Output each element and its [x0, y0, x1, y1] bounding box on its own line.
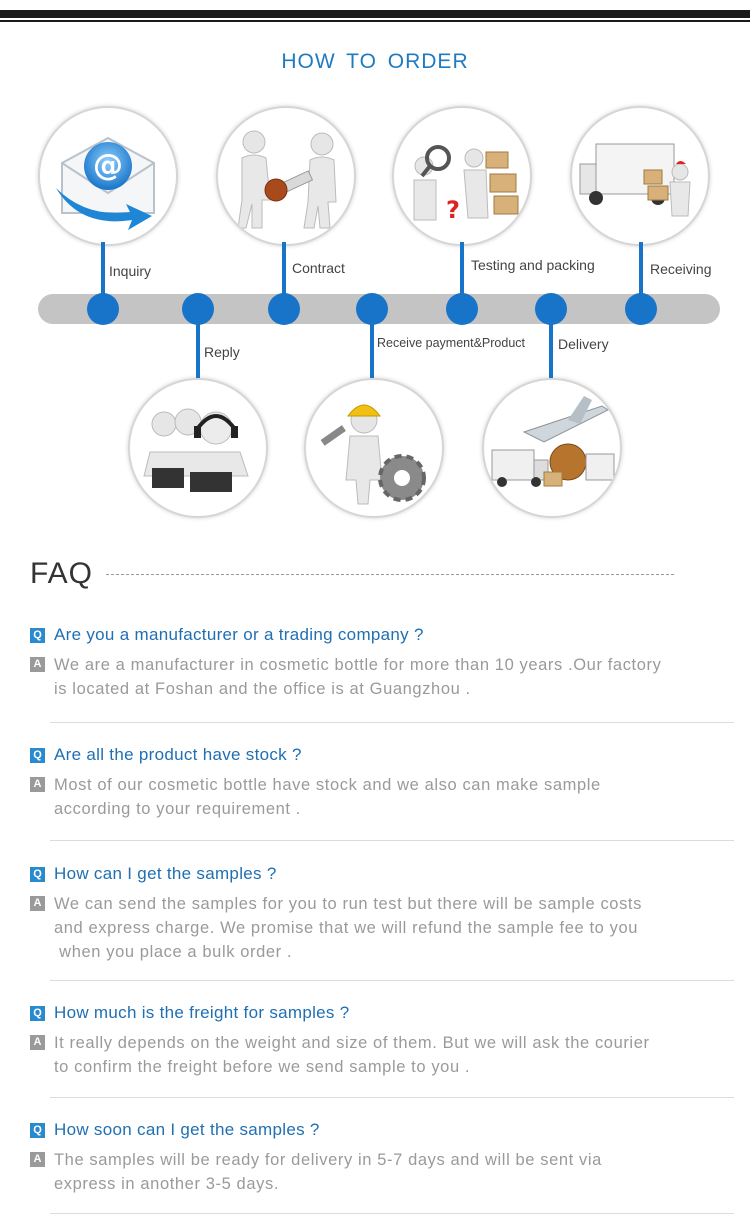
- timeline-dot: [535, 293, 567, 325]
- how-to-order-title: HOW TO ORDER: [281, 50, 469, 73]
- timeline-dot: [446, 293, 478, 325]
- answer-badge: A: [30, 1035, 45, 1050]
- timeline-dot: [182, 293, 214, 325]
- faq-answer-line: Most of our cosmetic bottle have stock a…: [54, 776, 601, 794]
- timeline-dot: [87, 293, 119, 325]
- faq-answer: It really depends on the weight and size…: [54, 1031, 742, 1079]
- faq-answer: We can send the samples for you to run t…: [54, 892, 742, 964]
- step-label-receive-payment: Receive payment&Product: [377, 336, 525, 350]
- worker-with-wrench-gear-icon: [304, 378, 444, 518]
- answer-badge: A: [30, 1152, 45, 1167]
- faq-separator: [50, 722, 734, 723]
- faq-item: Q Are all the product have stock ? A Mos…: [30, 745, 742, 821]
- step-label-testing-packing: Testing and packing: [471, 257, 595, 273]
- faq-item: Q How much is the freight for samples ? …: [30, 1003, 742, 1079]
- faq-separator: [50, 840, 734, 841]
- faq-separator: [50, 980, 734, 981]
- faq-question: Are all the product have stock ?: [54, 745, 302, 764]
- faq-item: Q Are you a manufacturer or a trading co…: [30, 625, 742, 701]
- faq-answer-line: and express charge. We promise that we w…: [54, 919, 639, 937]
- timeline-stem: [460, 242, 464, 302]
- faq-answer: The samples will be ready for delivery i…: [54, 1148, 742, 1196]
- svg-text:?: ?: [446, 196, 460, 224]
- svg-text:@: @: [93, 148, 123, 183]
- question-badge: Q: [30, 748, 45, 763]
- step-label-inquiry: Inquiry: [109, 263, 152, 279]
- timeline-stem: [101, 242, 105, 302]
- timeline-stem: [370, 318, 374, 378]
- faq-answer: We are a manufacturer in cosmetic bottle…: [54, 653, 742, 701]
- faq-answer-line: when you place a bulk order .: [54, 943, 293, 961]
- step-label-reply: Reply: [204, 344, 240, 360]
- timeline-dot: [268, 293, 300, 325]
- step-label-receiving: Receiving: [650, 261, 712, 277]
- top-border-thick: [0, 10, 750, 18]
- faq-answer-line: express in another 3-5 days.: [54, 1175, 279, 1193]
- step-label-delivery: Delivery: [558, 336, 609, 352]
- faq-answer-line: We are a manufacturer in cosmetic bottle…: [54, 656, 662, 674]
- question-badge: Q: [30, 628, 45, 643]
- faq-separator: [50, 1213, 734, 1214]
- answer-badge: A: [30, 657, 45, 672]
- faq-title: FAQ: [30, 557, 94, 590]
- timeline-stem: [639, 242, 643, 302]
- faq-question: Are you a manufacturer or a trading comp…: [54, 625, 424, 644]
- timeline-stem: [196, 318, 200, 378]
- faq-answer-line: It really depends on the weight and size…: [54, 1034, 650, 1052]
- faq-divider: [106, 574, 674, 575]
- faq-separator: [50, 1097, 734, 1098]
- faq-answer-line: is located at Foshan and the office is a…: [54, 680, 471, 698]
- faq-answer-line: to confirm the freight before we send sa…: [54, 1058, 471, 1076]
- answer-badge: A: [30, 777, 45, 792]
- faq-item: Q How soon can I get the samples ? A The…: [30, 1120, 742, 1196]
- faq-question: How soon can I get the samples ?: [54, 1120, 320, 1139]
- faq-answer: Most of our cosmetic bottle have stock a…: [54, 773, 742, 821]
- email-envelope-icon: @: [38, 106, 178, 246]
- top-border-thin: [0, 20, 750, 22]
- timeline-dot: [625, 293, 657, 325]
- faq-item: Q How can I get the samples ? A We can s…: [30, 864, 742, 964]
- faq-answer-line: according to your requirement .: [54, 800, 301, 818]
- faq-answer-line: We can send the samples for you to run t…: [54, 895, 642, 913]
- answer-badge: A: [30, 896, 45, 911]
- faq-question: How can I get the samples ?: [54, 864, 277, 883]
- faq-question: How much is the freight for samples ?: [54, 1003, 350, 1022]
- question-badge: Q: [30, 1123, 45, 1138]
- timeline-dot: [356, 293, 388, 325]
- handshake-contract-icon: [216, 106, 356, 246]
- step-label-contract: Contract: [292, 260, 345, 276]
- inspection-packing-boxes-icon: ?: [392, 106, 532, 246]
- delivery-truck-icon: [570, 106, 710, 246]
- question-badge: Q: [30, 867, 45, 882]
- question-badge: Q: [30, 1006, 45, 1021]
- customer-service-headset-icon: [128, 378, 268, 518]
- timeline-stem: [549, 318, 553, 378]
- timeline-stem: [282, 242, 286, 302]
- faq-answer-line: The samples will be ready for delivery i…: [54, 1151, 602, 1169]
- plane-truck-globe-icon: [482, 378, 622, 518]
